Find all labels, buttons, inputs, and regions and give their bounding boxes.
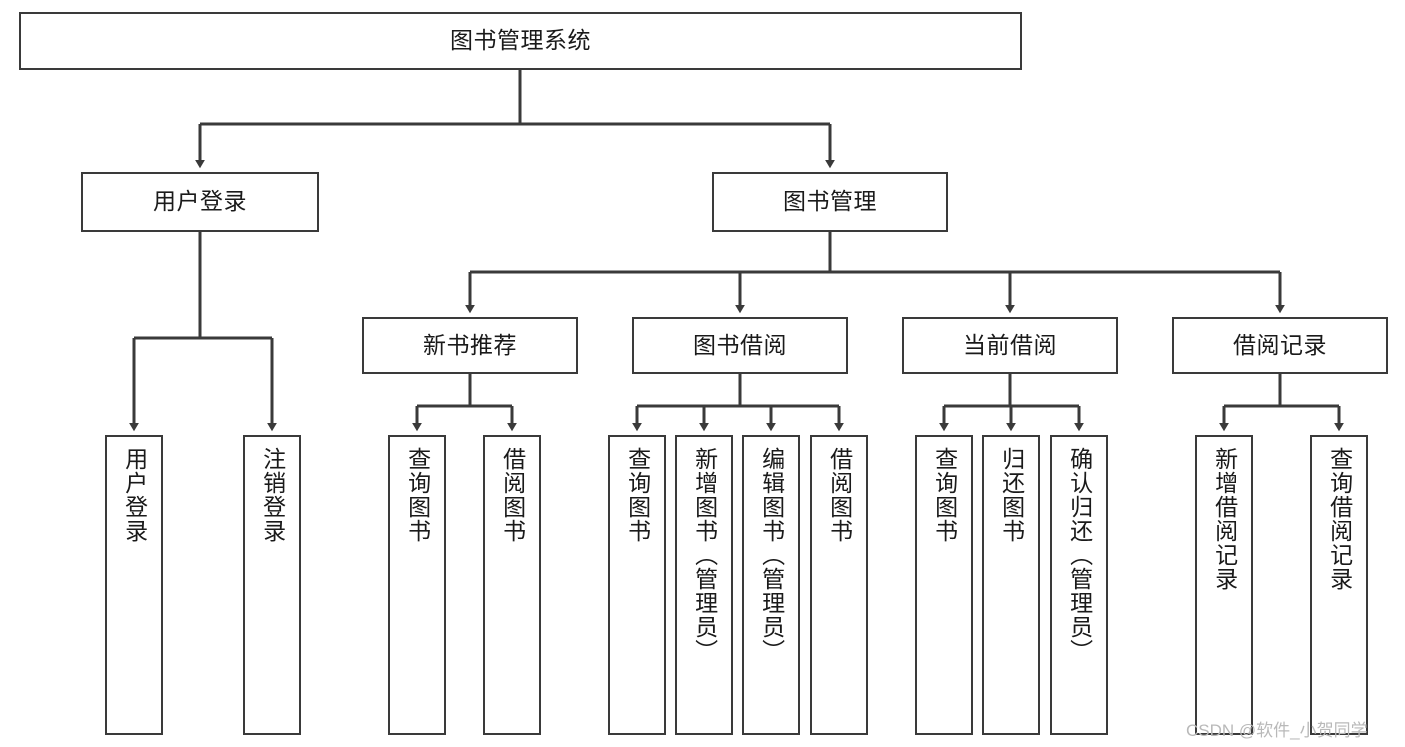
leaf-query-book-1[interactable]: 查询图书 [388,435,446,735]
node-root-label: 图书管理系统 [450,27,591,54]
node-book-borrow[interactable]: 图书借阅 [632,317,848,374]
node-new-book-rec[interactable]: 新书推荐 [362,317,578,374]
node-borrow-record[interactable]: 借阅记录 [1172,317,1388,374]
leaf-add-borrow-record[interactable]: 新增借阅记录 [1195,435,1253,735]
node-book-borrow-label: 图书借阅 [693,331,787,358]
leaf-confirm-return-admin-label: 确认归还（管理员） [1066,447,1093,663]
node-book-manage[interactable]: 图书管理 [712,172,948,232]
leaf-query-book-3[interactable]: 查询图书 [915,435,973,735]
csdn-watermark: CSDN @软件_小贺同学 [1186,721,1368,740]
leaf-logout-login-label: 注销登录 [259,447,286,543]
leaf-user-login-label: 用户登录 [121,447,148,543]
node-user-login[interactable]: 用户登录 [81,172,319,232]
leaf-edit-book-admin-label: 编辑图书（管理员） [758,447,785,663]
leaf-query-borrow-record-label: 查询借阅记录 [1326,447,1353,591]
leaf-borrow-book-1[interactable]: 借阅图书 [483,435,541,735]
leaf-query-book-2-label: 查询图书 [624,447,651,543]
leaf-return-book-label: 归还图书 [998,447,1025,543]
leaf-query-book-3-label: 查询图书 [931,447,958,543]
leaf-add-borrow-record-label: 新增借阅记录 [1211,447,1238,591]
leaf-borrow-book-2-label: 借阅图书 [826,447,853,543]
leaf-query-book-2[interactable]: 查询图书 [608,435,666,735]
leaf-add-book-admin[interactable]: 新增图书（管理员） [675,435,733,735]
leaf-query-borrow-record[interactable]: 查询借阅记录 [1310,435,1368,735]
leaf-edit-book-admin[interactable]: 编辑图书（管理员） [742,435,800,735]
node-new-book-rec-label: 新书推荐 [423,331,517,358]
leaf-borrow-book-1-label: 借阅图书 [499,447,526,543]
leaf-confirm-return-admin[interactable]: 确认归还（管理员） [1050,435,1108,735]
leaf-borrow-book-2[interactable]: 借阅图书 [810,435,868,735]
leaf-user-login[interactable]: 用户登录 [105,435,163,735]
node-book-manage-label: 图书管理 [783,188,877,215]
leaf-logout-login[interactable]: 注销登录 [243,435,301,735]
leaf-query-book-1-label: 查询图书 [404,447,431,543]
node-user-login-label: 用户登录 [153,188,247,215]
node-current-borrow-label: 当前借阅 [963,331,1057,358]
node-root[interactable]: 图书管理系统 [19,12,1022,70]
leaf-add-book-admin-label: 新增图书（管理员） [691,447,718,663]
node-borrow-record-label: 借阅记录 [1233,331,1327,358]
node-current-borrow[interactable]: 当前借阅 [902,317,1118,374]
leaf-return-book[interactable]: 归还图书 [982,435,1040,735]
